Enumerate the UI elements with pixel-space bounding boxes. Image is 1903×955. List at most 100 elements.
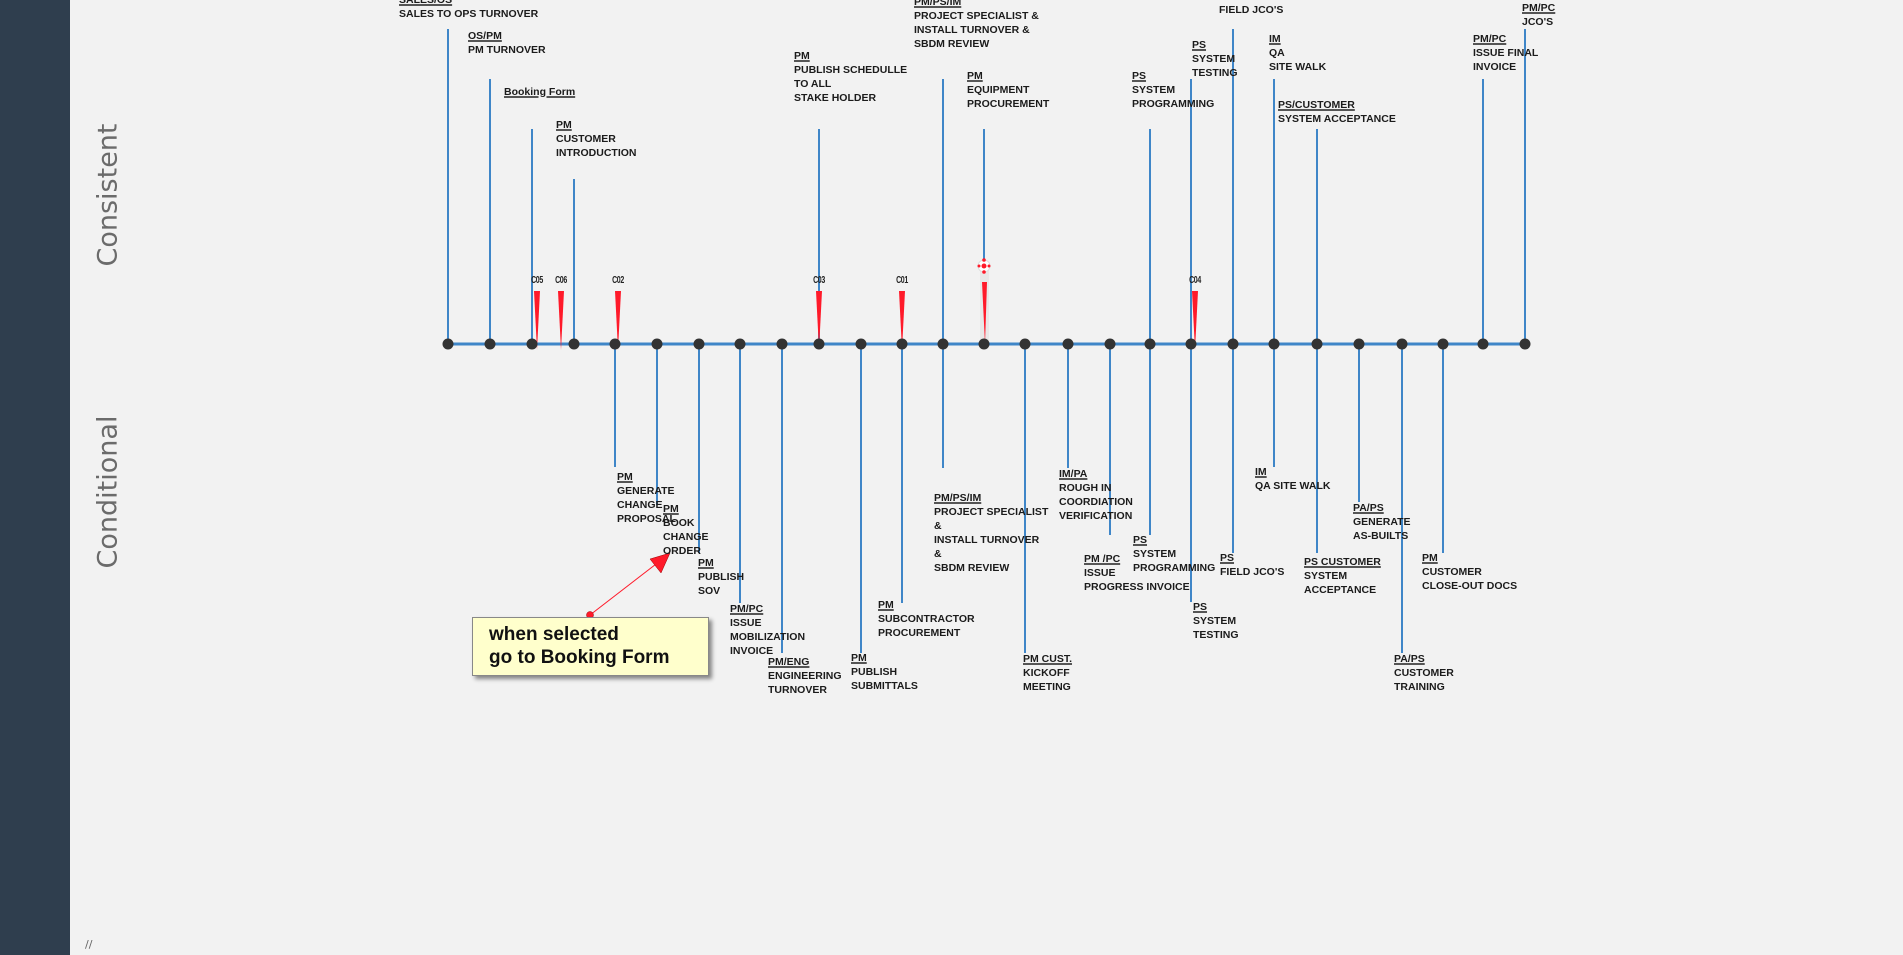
step-role: PA/PS (1353, 502, 1384, 514)
timeline-node (609, 338, 621, 350)
timeline-node (1437, 338, 1449, 350)
step-role: SALES/OS (399, 0, 453, 6)
step-text: SYSTEM (1193, 615, 1237, 627)
step-role: PM (1422, 552, 1438, 564)
change-order-label[interactable]: C05 (531, 275, 543, 286)
change-order-marker (534, 291, 540, 350)
timeline-node (568, 338, 580, 350)
step-text: ROUGH IN (1059, 482, 1112, 494)
step-text: SUBCONTRACTOR (878, 613, 975, 625)
timeline-node (1353, 338, 1365, 350)
consistent-step[interactable]: Booking Form (504, 85, 575, 99)
change-order-label[interactable]: C06 (555, 275, 567, 286)
step-role: PM (851, 652, 867, 664)
step-text: PROJECT SPECIALIST & (914, 10, 1039, 22)
change-order-label[interactable]: C01 (896, 275, 908, 286)
step-text: MOBILIZATION (730, 631, 806, 643)
step-text: & (934, 548, 942, 560)
timeline-node (1268, 338, 1280, 350)
step-text: CLOSE-OUT DOCS (1422, 580, 1518, 592)
step-role: PS (1192, 39, 1207, 51)
step-text: INSTALL TURNOVER (934, 534, 1040, 546)
callout-note: when selected go to Booking Form (472, 617, 709, 676)
step-text: CHANGE (617, 499, 663, 511)
conditional-step[interactable]: PM/PS/IM PROJECT SPECIALIST & INSTALL TURNO… (934, 491, 1048, 575)
step-role: PM (794, 50, 810, 62)
step-text: TRAINING (1394, 681, 1445, 693)
step-text: TO ALL (794, 78, 832, 90)
change-order-label[interactable]: C02 (612, 275, 624, 286)
timeline-node (526, 338, 538, 350)
timeline-node (1019, 338, 1031, 350)
step-role: IM (1269, 33, 1281, 45)
step-text: CUSTOMER (1422, 566, 1482, 578)
timeline-node (1185, 338, 1197, 350)
step-role: IM (1255, 466, 1267, 478)
consistent-step[interactable]: FIELD JCO'S (1219, 3, 1283, 17)
step-text: ISSUE (1084, 567, 1116, 579)
change-order-marker (1192, 291, 1198, 350)
step-text: BOOK (663, 517, 695, 529)
step-text: STAKE HOLDER (794, 92, 877, 104)
timeline-node (1062, 338, 1074, 350)
step-text: PROJECT SPECIALIST (934, 506, 1049, 518)
step-text: AS-BUILTS (1353, 530, 1409, 542)
step-text: ENGINEERING (768, 670, 842, 682)
step-text: CUSTOMER (556, 133, 616, 145)
timeline-node (855, 338, 867, 350)
timeline-node (937, 338, 949, 350)
step-text: SALES TO OPS TURNOVER (399, 8, 539, 20)
step-text: PROCUREMENT (878, 627, 961, 639)
timeline-node (1144, 338, 1156, 350)
step-role: PM /PC (1084, 553, 1121, 565)
consistent-step[interactable]: SALES/OS SALES TO OPS TURNOVER (399, 0, 538, 21)
target-marker-stem (982, 282, 987, 344)
step-role: PM/PS/IM (914, 0, 962, 8)
step-text: SYSTEM (1304, 570, 1348, 582)
change-order-marker (899, 291, 905, 350)
change-order-marker (816, 291, 822, 350)
timeline-node (484, 338, 496, 350)
step-role: PM/PS/IM (934, 492, 982, 504)
step-role: PM (663, 503, 679, 515)
step-text: ISSUE (730, 617, 762, 629)
change-order-label[interactable]: C03 (813, 275, 825, 286)
step-text: SUBMITTALS (851, 680, 918, 692)
step-role: PS (1220, 552, 1235, 564)
step-text: VERIFICATION (1059, 510, 1133, 522)
conditional-step[interactable]: PM CUSTOMER CLOSE-OUT DOCS (1422, 551, 1517, 593)
callout-line-2: go to Booking Form (489, 647, 670, 668)
change-order-label[interactable]: C04 (1189, 275, 1201, 286)
step-role: PM/PC (1473, 33, 1507, 45)
timeline-node (978, 338, 990, 350)
